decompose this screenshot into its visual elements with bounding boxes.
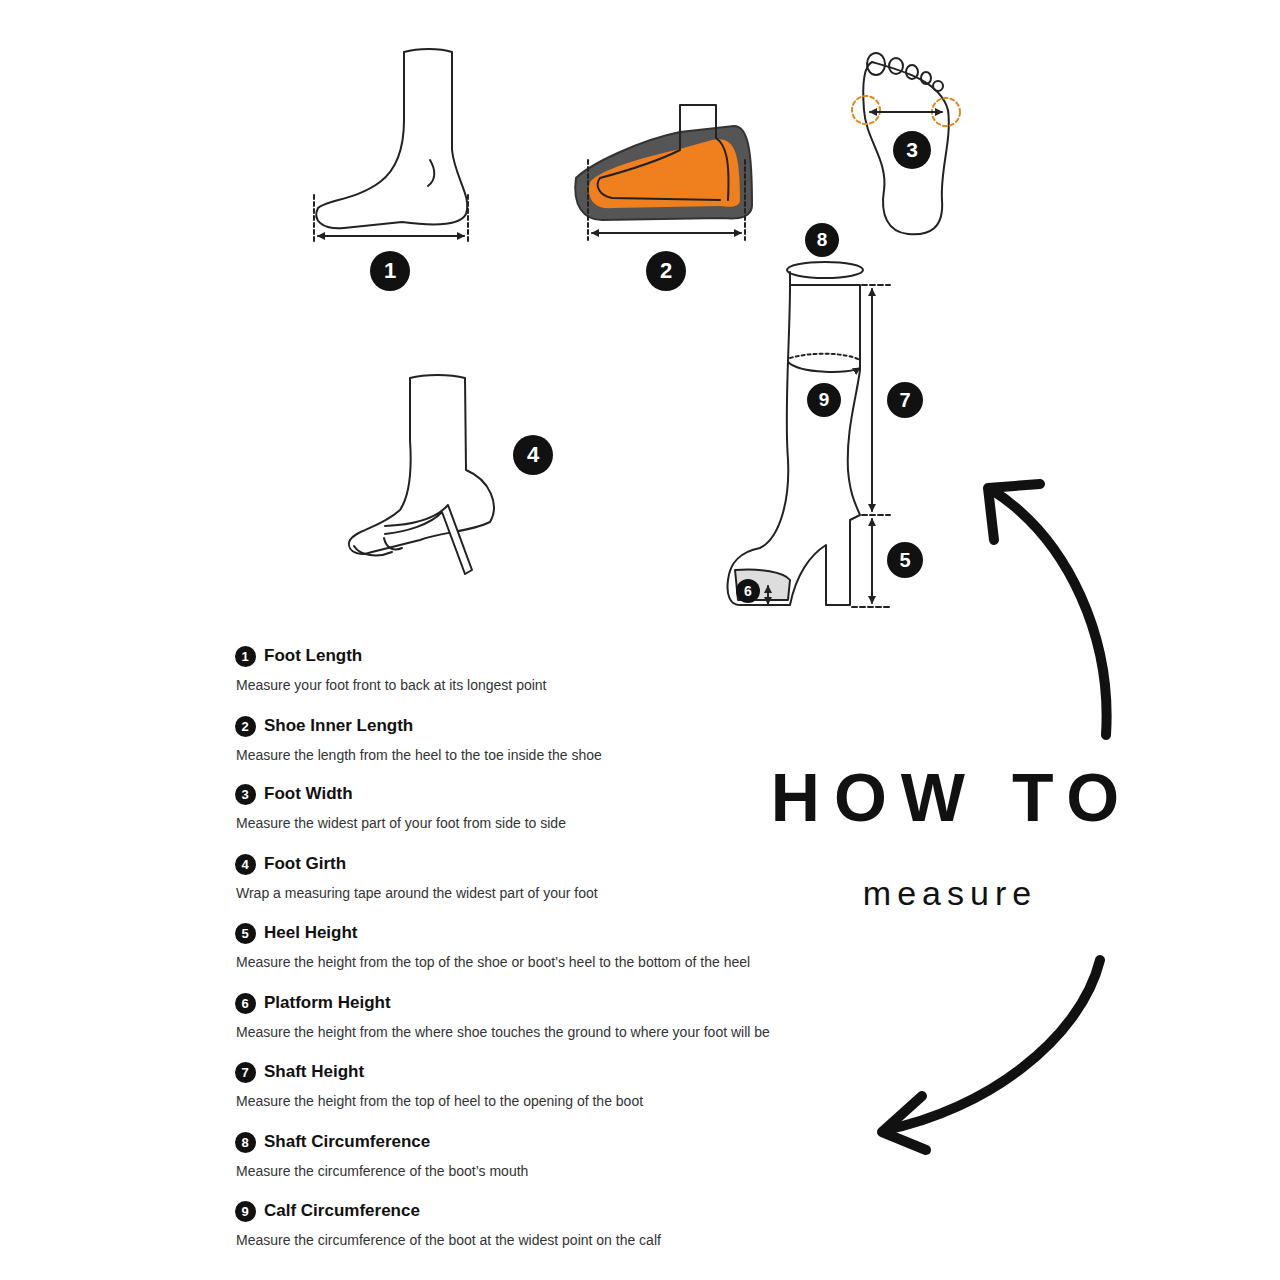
callout-number: 3 xyxy=(893,131,931,169)
item-heading: Foot Girth xyxy=(264,854,346,874)
item-heading: Shoe Inner Length xyxy=(264,716,413,736)
foot-girth xyxy=(349,375,494,554)
arrow-head xyxy=(882,1096,926,1150)
callout-number: 9 xyxy=(235,1201,256,1222)
subtitle: measure xyxy=(863,874,1037,913)
callout-number: 3 xyxy=(235,784,256,805)
heel-height-line xyxy=(871,519,873,603)
title: HOW TO xyxy=(771,758,1133,836)
item-description: Measure your foot front to back at its l… xyxy=(236,677,547,693)
foot-sole xyxy=(863,62,949,234)
calf-arrow xyxy=(788,362,860,372)
length-arrow xyxy=(318,235,464,237)
item-heading: Foot Width xyxy=(264,784,353,804)
item-description: Measure the height from the top of heel … xyxy=(236,1093,643,1109)
item-heading: Platform Height xyxy=(264,993,391,1013)
item-description: Measure the length from the heel to the … xyxy=(236,747,602,763)
callout-number: 5 xyxy=(887,542,923,578)
callout-number: 7 xyxy=(887,382,923,418)
inner-length-arrow xyxy=(592,232,741,234)
shoe-shell xyxy=(575,126,752,220)
item-description: Measure the widest part of your foot fro… xyxy=(236,815,566,831)
item-heading: Shaft Circumference xyxy=(264,1132,430,1152)
item-description: Measure the circumference of the boot at… xyxy=(236,1232,661,1248)
item-heading: Shaft Height xyxy=(264,1062,364,1082)
foot-in-shoe xyxy=(598,105,729,200)
callout-number: 4 xyxy=(235,854,256,875)
callout-number: 2 xyxy=(235,716,256,737)
callout-number: 8 xyxy=(805,223,839,257)
callout-number: 6 xyxy=(235,993,256,1014)
item-heading: Heel Height xyxy=(264,923,358,943)
shaft-height-line xyxy=(871,289,873,511)
callout-number: 4 xyxy=(513,435,553,475)
boot xyxy=(728,285,861,605)
callout-number: 6 xyxy=(736,579,760,603)
item-heading: Foot Length xyxy=(264,646,362,666)
item-description: Measure the circumference of the boot’s … xyxy=(236,1163,528,1179)
curved-arrow xyxy=(992,490,1107,735)
callout-number: 8 xyxy=(235,1132,256,1153)
callout-number: 9 xyxy=(807,383,841,417)
item-heading: Calf Circumference xyxy=(264,1201,420,1221)
callout-number: 7 xyxy=(235,1062,256,1083)
ankle-line xyxy=(428,160,434,186)
callout-number: 5 xyxy=(235,923,256,944)
arrow-head xyxy=(988,484,1040,540)
item-description: Measure the height from the where shoe t… xyxy=(236,1024,770,1040)
item-description: Wrap a measuring tape around the widest … xyxy=(236,885,598,901)
shaft-ellipse xyxy=(787,262,863,278)
tape xyxy=(385,505,472,574)
width-arrow xyxy=(870,111,942,113)
callout-number: 2 xyxy=(646,251,686,291)
callout-number: 1 xyxy=(370,251,410,291)
foot-side xyxy=(316,49,467,228)
callout-number: 1 xyxy=(235,646,256,667)
item-description: Measure the height from the top of the s… xyxy=(236,954,750,970)
